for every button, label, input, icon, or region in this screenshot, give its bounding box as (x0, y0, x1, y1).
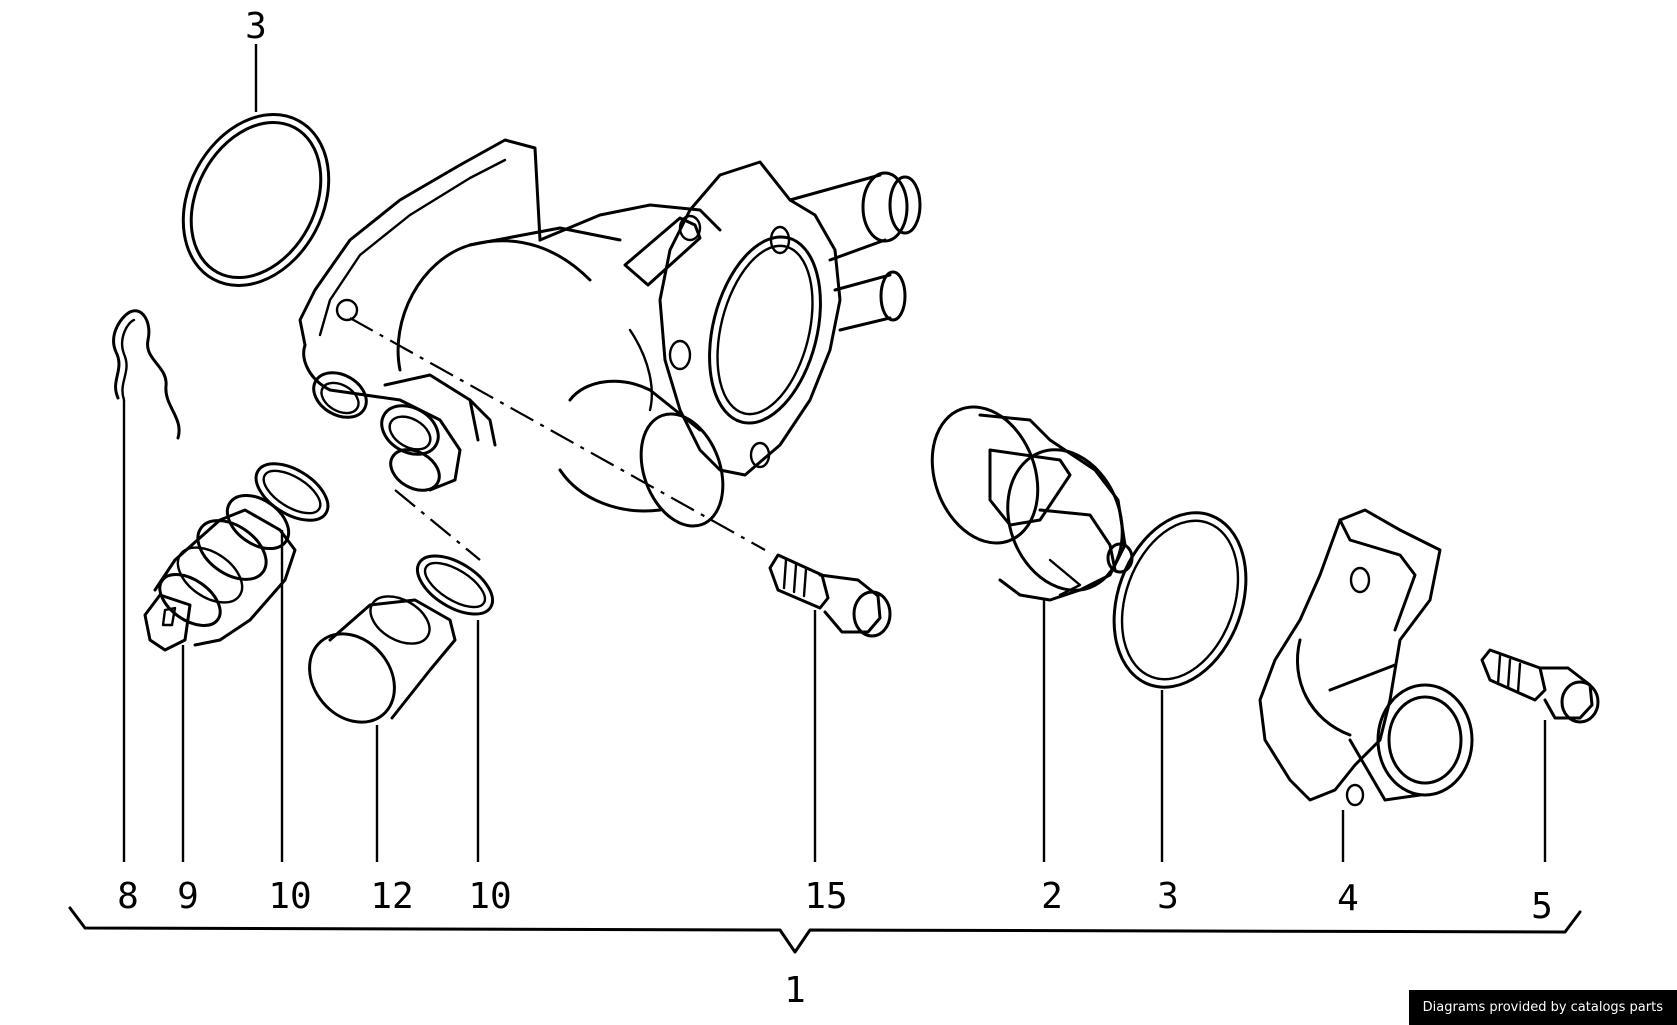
part-15-bolt (768, 553, 892, 638)
callout-4: 4 (1337, 878, 1359, 919)
callout-12: 12 (370, 876, 413, 917)
callout-5: 5 (1531, 886, 1553, 927)
part-3-top-o-ring (181, 113, 331, 287)
callout-2: 2 (1041, 876, 1063, 917)
sensor-axis-line (394, 489, 481, 561)
callout-10-a: 10 (268, 876, 311, 917)
callout-3-top: 3 (245, 6, 267, 47)
part-2-thermostat (930, 405, 1134, 602)
part-12-plug (308, 595, 457, 724)
assembly-group-brace (68, 906, 1582, 954)
callout-8: 8 (117, 876, 139, 917)
callout-15: 15 (804, 876, 847, 917)
callout-10-b: 10 (468, 876, 511, 917)
part-9-temperature-sender (143, 493, 297, 652)
callout-9: 9 (177, 876, 199, 917)
part-10-seal-ring-b (416, 554, 494, 616)
part-5-bolt (1480, 648, 1600, 724)
callout-numbers: 3 8 9 10 12 10 15 2 3 4 5 1 (117, 6, 1553, 1011)
assembly-axis-line (349, 317, 766, 551)
diagram-credit-badge: Diagrams provided by catalogs parts (1408, 990, 1677, 1025)
callout-1: 1 (784, 970, 806, 1011)
callout-3-bottom: 3 (1157, 876, 1179, 917)
part-3-bottom-o-ring (1112, 511, 1248, 689)
part-1-thermostat-housing (298, 138, 922, 528)
part-8-retaining-clip (112, 309, 181, 440)
part-4-thermostat-cover (1258, 508, 1474, 807)
callout-leader-lines (122, 44, 1547, 862)
